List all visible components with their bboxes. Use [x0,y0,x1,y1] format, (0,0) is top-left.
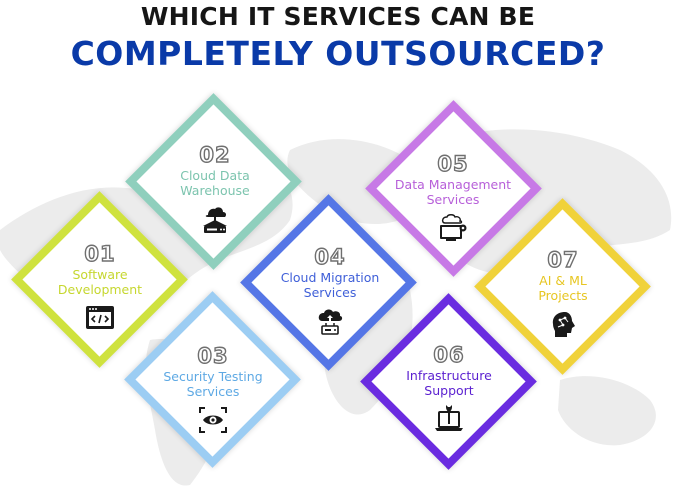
card-04-label: Cloud Migration Services [280,270,380,300]
card-07-label: AI & ML Projects [538,273,588,303]
card-02-number: 02 [199,143,231,167]
card-03-number: 03 [197,344,229,368]
cloud-server-icon [203,207,227,233]
title-line-1: WHICH IT SERVICES CAN BE [140,2,536,31]
card-03-label: Security Testing Services [163,369,263,399]
card-01-number: 01 [84,242,116,266]
ai-head-icon [552,312,575,337]
laptop-wrench-icon [435,405,463,431]
card-04-number: 04 [314,245,346,269]
cloud-computer-icon [440,214,467,241]
card-05-number: 05 [437,152,469,176]
cloud-upload-icon [318,309,343,335]
eye-scan-icon [199,407,227,433]
card-06-label: Infrastructure Support [406,368,492,398]
code-window-icon [86,306,114,329]
card-07-number: 07 [547,248,579,272]
card-06-number: 06 [433,343,465,367]
title-line-2: COMPLETELY OUTSOURCED? [70,34,606,73]
card-05-label: Data Management Services [394,177,512,207]
card-01-label: Software Development [57,267,143,297]
card-02-label: Cloud Data Warehouse [180,168,250,198]
